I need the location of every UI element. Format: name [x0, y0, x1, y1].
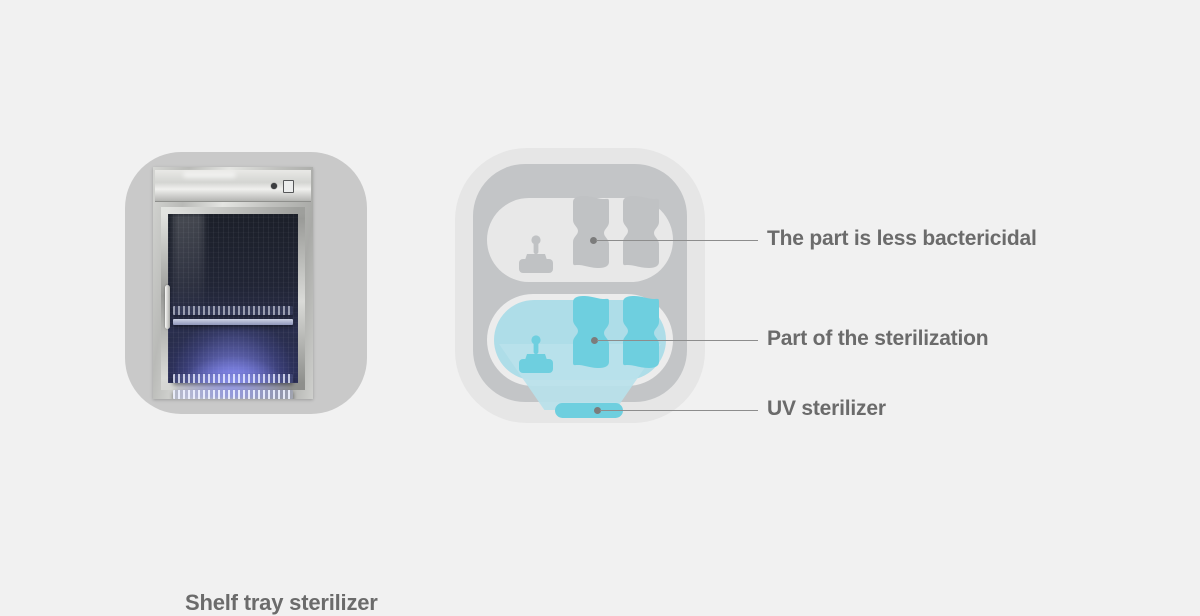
sterilizer-product-photo [153, 167, 313, 399]
jar-icon [621, 196, 661, 268]
cabinet-door-handle [165, 285, 170, 329]
callout-dot [591, 337, 598, 344]
cabinet-shelf [173, 319, 293, 325]
callout-label: Part of the sterilization [767, 327, 989, 350]
callout-label: UV sterilizer [767, 397, 886, 420]
uv-lamp-bar [555, 403, 623, 418]
cabinet-shelf [173, 390, 293, 399]
callout-leader-line [600, 410, 758, 411]
jar-icon [571, 296, 611, 368]
infographic-stage: Shelf tray sterilizer [0, 0, 1200, 558]
cabinet-shelf [173, 306, 293, 315]
power-led-icon [271, 183, 277, 189]
sterilizer-schematic-diagram [455, 148, 725, 438]
callout-dot [594, 407, 601, 414]
cabinet-glass-door [168, 214, 298, 399]
cabinet-control-panel [155, 170, 311, 202]
power-switch-icon [283, 180, 294, 193]
stamp-icon [513, 234, 559, 276]
photo-caption: Shelf tray sterilizer [185, 590, 378, 615]
cabinet-door-frame [161, 207, 305, 399]
callout-leader-line [596, 240, 758, 241]
callout-dot [590, 237, 597, 244]
callout-leader-line [597, 340, 758, 341]
product-photo-panel: Shelf tray sterilizer [125, 152, 378, 615]
stamp-icon [513, 334, 559, 376]
uv-light-glow [175, 322, 291, 398]
cabinet-shelf [173, 374, 293, 383]
jar-icon [571, 196, 611, 268]
jar-icon [621, 296, 661, 368]
callout-label: The part is less bactericidal [767, 227, 1037, 250]
